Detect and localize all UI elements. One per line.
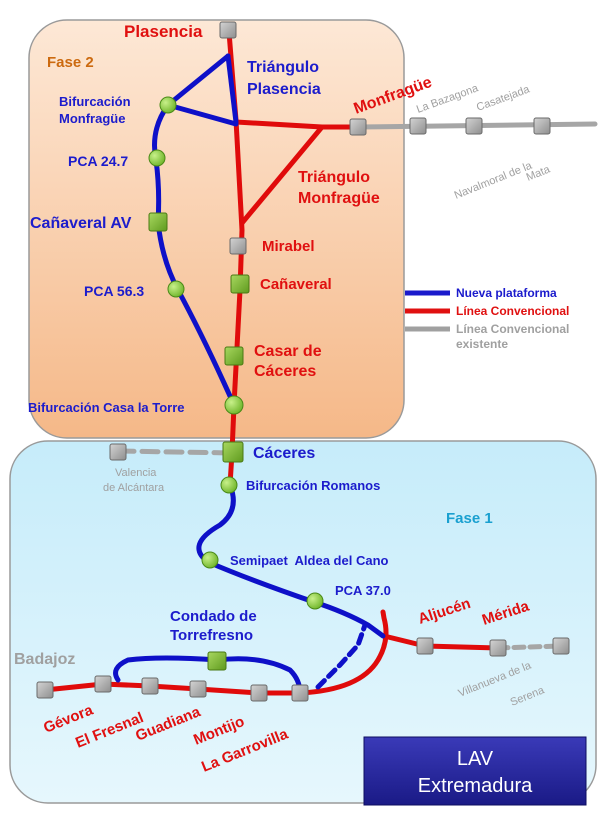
station-condado-torrefresno [207, 651, 227, 671]
title-line-2: Extremadura [418, 775, 533, 797]
label-navalmoral-1: Navalmoral de la [453, 159, 535, 201]
station-casar-de-caceres [224, 346, 244, 366]
station-casatejada [465, 117, 483, 135]
label-plasencia: Plasencia [124, 22, 203, 41]
label-condado-2: Torrefresno [170, 627, 253, 644]
label-casatejada: Casatejada [475, 83, 532, 114]
phase-1-region [9, 440, 597, 804]
station-valencia [109, 443, 127, 461]
label-pca-24-7: PCA 24.7 [68, 153, 128, 169]
station-canaveral [230, 274, 250, 294]
label-condado-1: Condado de [170, 608, 257, 625]
node-pca-56-3 [167, 280, 185, 298]
legend-label-new-platform: Nueva plataforma [456, 286, 557, 300]
label-valencia-1: Valencia [115, 467, 157, 479]
junction-nodes [148, 96, 324, 610]
label-triangulo-plasencia-1: Triángulo [247, 59, 319, 76]
node-bif-romanos [220, 476, 238, 494]
station-monfrague [349, 118, 367, 136]
title-line-1: LAV [457, 748, 494, 770]
label-valencia-2: de Alcántara [103, 482, 165, 494]
phase-1-label: Fase 1 [446, 510, 493, 527]
phase-2-label: Fase 2 [47, 54, 94, 71]
station-mirabel [229, 237, 247, 255]
label-bif-casa-la-torre: Bifurcación Casa la Torre [28, 400, 185, 415]
station-el-fresnal [141, 677, 159, 695]
node-semipaet [201, 551, 219, 569]
label-caceres: Cáceres [253, 445, 315, 462]
label-pca-37-0: PCA 37.0 [335, 583, 391, 598]
title-box: LAV Extremadura [363, 736, 587, 806]
label-bif-monfrague-2: Monfragüe [59, 111, 125, 126]
label-canaveral: Cañaveral [260, 276, 332, 293]
station-la-garrovilla [291, 684, 309, 702]
label-triangulo-plasencia-2: Plasencia [247, 81, 321, 98]
station-la-bazagona [409, 117, 427, 135]
label-canaveral-av: Cañaveral AV [30, 215, 132, 232]
station-aljucen [416, 637, 434, 655]
legend-label-conventional: Línea Convencional [456, 304, 569, 318]
station-badajoz [36, 681, 54, 699]
node-bif-casa-la-torre [224, 395, 244, 415]
legend-label-existing-2: existente [456, 337, 508, 351]
station-navalmoral [533, 117, 551, 135]
station-canaveral-av [148, 212, 168, 232]
station-gevora [94, 675, 112, 693]
station-villanueva [552, 637, 570, 655]
label-casar-1: Casar de [254, 343, 322, 360]
station-caceres [222, 441, 244, 463]
legend: Nueva plataforma Línea Convencional Líne… [405, 286, 569, 351]
label-mirabel: Mirabel [262, 238, 315, 255]
label-triangulo-monfrague-1: Triángulo [298, 169, 370, 186]
station-guadiana [189, 680, 207, 698]
label-casar-2: Cáceres [254, 363, 316, 380]
node-pca-37-0 [306, 592, 324, 610]
node-bifurcacion-monfrague [159, 96, 177, 114]
station-plasencia [219, 21, 237, 39]
label-bif-romanos: Bifurcación Romanos [246, 478, 380, 493]
station-merida [489, 639, 507, 657]
legend-label-existing-1: Línea Convencional [456, 322, 569, 336]
label-bif-monfrague-1: Bifurcación [59, 94, 131, 109]
label-semipaet: Semipaet Aldea del Cano [230, 553, 389, 568]
label-badajoz: Badajoz [14, 651, 75, 668]
station-montijo [250, 684, 268, 702]
existing-stations [36, 21, 570, 702]
label-pca-56-3: PCA 56.3 [84, 283, 144, 299]
label-triangulo-monfrague-2: Monfragüe [298, 190, 380, 207]
node-pca-24-7 [148, 149, 166, 167]
new-stations [148, 212, 250, 671]
